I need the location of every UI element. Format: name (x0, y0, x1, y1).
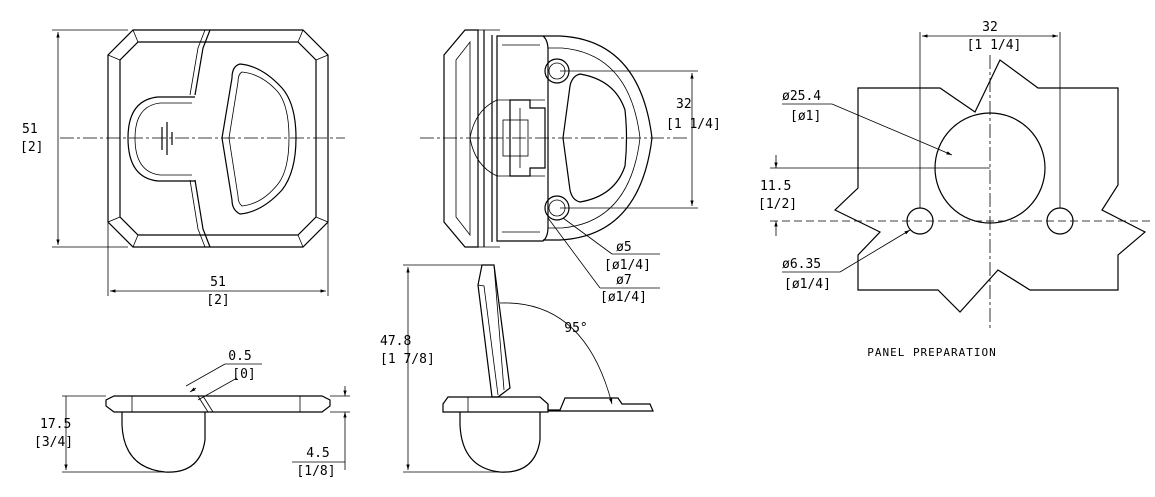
front-view: 51 [2] 51 [2] (20, 29, 345, 308)
side-thickness-mm: 0.5 (228, 349, 251, 364)
front-width-mm: 51 (210, 275, 226, 290)
open-height-in: [1 7/8] (380, 352, 435, 367)
side-depth-in: [3/4] (34, 435, 73, 450)
rear-hole-dia-mm: ø5 (616, 240, 632, 255)
rear-spacing-mm: 32 (676, 97, 692, 112)
panel-offset-mm: 11.5 (760, 179, 791, 194)
panel-title: PANEL PREPARATION (867, 346, 997, 359)
front-width-in: [2] (206, 293, 229, 308)
side-view: 0.5 [0] 17.5 [3/4] 4.5 [1/8] (34, 349, 350, 479)
panel-offset-in: [1/2] (758, 197, 797, 212)
rear-hole-dia-in: [ø1/4] (604, 258, 651, 273)
front-height-mm: 51 (22, 122, 38, 137)
panel-center-dia-in: [ø1] (790, 109, 821, 124)
panel-spacing-in: [1 1/4] (967, 38, 1022, 53)
rear-boss-dia-in: [ø1/4] (600, 290, 647, 305)
open-view: 95° 47.8 [1 7/8] (380, 264, 654, 473)
side-thickness-in: [0] (232, 367, 255, 382)
rear-view: 32 [1 1/4] ø5 [ø1/4] ø7 [ø1/4] (420, 29, 721, 305)
panel-hole-dia-in: [ø1/4] (784, 277, 831, 292)
panel-spacing-mm: 32 (982, 20, 998, 35)
side-flange-mm: 4.5 (306, 446, 329, 461)
open-height-mm: 47.8 (380, 334, 411, 349)
rear-boss-dia-mm: ø7 (616, 273, 632, 288)
panel-center-dia-mm: ø25.4 (782, 89, 821, 104)
side-depth-mm: 17.5 (40, 417, 71, 432)
front-height-in: [2] (20, 140, 43, 155)
open-angle: 95° (564, 321, 587, 336)
side-flange-in: [1/8] (296, 464, 335, 479)
panel-hole-dia-mm: ø6.35 (782, 257, 821, 272)
rear-spacing-in: [1 1/4] (666, 117, 721, 132)
panel-preparation: 32 [1 1/4] 11.5 [1/2] ø25.4 [ø1] ø6.35 [… (758, 20, 1150, 359)
